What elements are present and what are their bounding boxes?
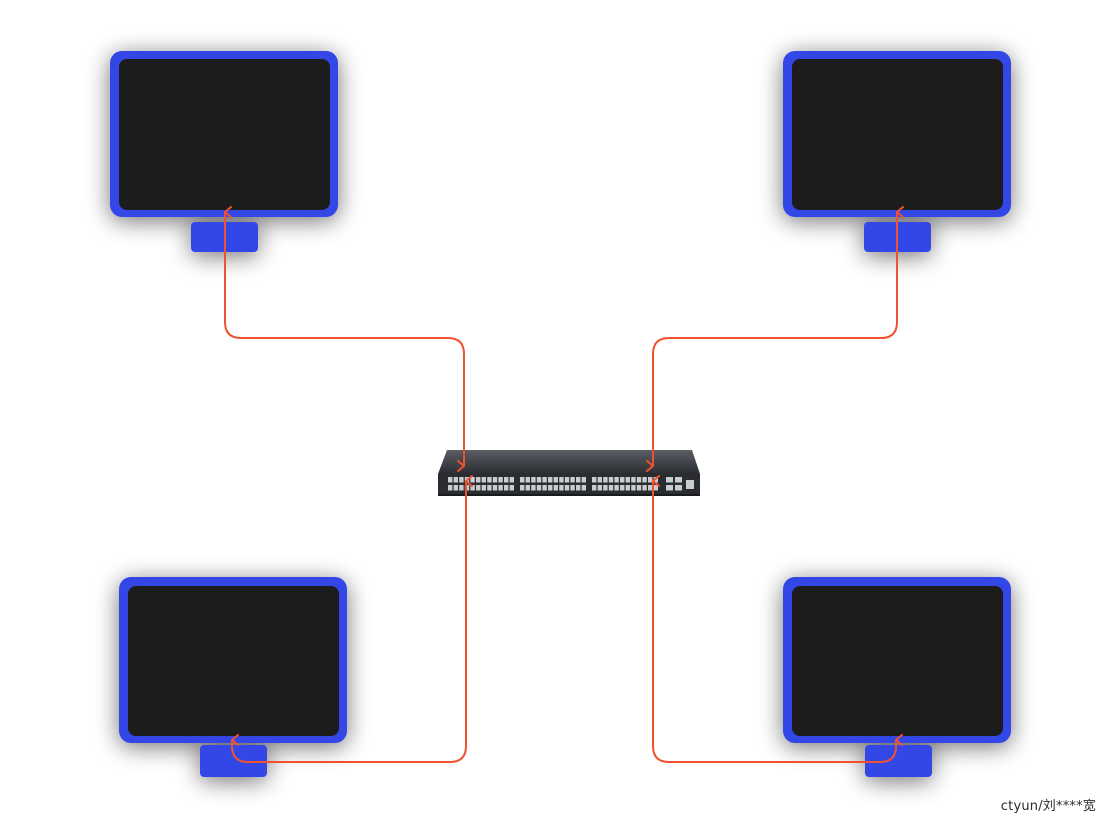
switch-port xyxy=(509,485,514,491)
connector-top-left xyxy=(224,206,465,472)
switch-port xyxy=(504,485,509,491)
switch-port xyxy=(453,477,458,483)
connector-top-right xyxy=(646,206,904,472)
switch-port xyxy=(648,485,653,491)
switch-port xyxy=(548,477,553,483)
switch-port xyxy=(620,477,625,483)
switch-port xyxy=(448,477,453,483)
monitor-top-left-icon xyxy=(110,51,338,252)
switch-port xyxy=(476,485,481,491)
switch-port xyxy=(581,477,586,483)
switch-port xyxy=(553,485,558,491)
switch-port xyxy=(653,485,658,491)
switch-port xyxy=(487,477,492,483)
switch-port xyxy=(608,485,614,491)
switch-port xyxy=(648,477,653,483)
switch-uplink-port xyxy=(675,477,682,483)
switch-port xyxy=(614,477,619,483)
connector-bottom-right xyxy=(652,475,903,763)
switch-port xyxy=(548,485,553,491)
switch-port xyxy=(536,485,542,491)
switch-port xyxy=(631,477,636,483)
switch-port xyxy=(559,485,564,491)
switch-port xyxy=(576,477,581,483)
switch-port xyxy=(509,477,514,483)
watermark-text: ctyun/刘****宽 xyxy=(1000,799,1096,814)
switch-port xyxy=(520,477,525,483)
switch-port xyxy=(642,485,647,491)
switch-port xyxy=(597,477,602,483)
switch-console-port xyxy=(686,480,694,489)
monitor-bottom-right-icon xyxy=(783,577,1011,777)
switch-port xyxy=(525,477,530,483)
switch-port xyxy=(631,485,636,491)
switch-port xyxy=(603,477,608,483)
network-switch-icon xyxy=(438,450,700,496)
switch-port xyxy=(531,477,536,483)
switch-port xyxy=(492,477,498,483)
switch-port xyxy=(459,485,464,491)
switch-uplink-port xyxy=(666,477,673,483)
switch-port xyxy=(636,477,642,483)
switch-port xyxy=(636,485,642,491)
switch-port xyxy=(581,485,586,491)
switch-port xyxy=(597,485,602,491)
switch-port xyxy=(459,477,464,483)
switch-port xyxy=(504,477,509,483)
switch-port xyxy=(653,477,658,483)
switch-port xyxy=(592,485,597,491)
switch-port xyxy=(492,485,498,491)
switch-port xyxy=(481,477,486,483)
connector-bottom-left xyxy=(231,475,473,763)
switch-port xyxy=(570,477,575,483)
switch-port xyxy=(525,485,530,491)
switch-port xyxy=(470,485,475,491)
switch-port xyxy=(542,477,547,483)
switch-port xyxy=(536,477,542,483)
switch-port xyxy=(476,477,481,483)
switch-port xyxy=(531,485,536,491)
switch-port xyxy=(564,477,570,483)
switch-port xyxy=(453,485,458,491)
switch-port xyxy=(498,485,503,491)
switch-port xyxy=(603,485,608,491)
switch-port xyxy=(576,485,581,491)
switch-port xyxy=(564,485,570,491)
switch-port xyxy=(625,477,630,483)
switch-port xyxy=(642,477,647,483)
switch-port xyxy=(448,485,453,491)
switch-port xyxy=(608,477,614,483)
switch-port xyxy=(498,477,503,483)
switch-uplink-port xyxy=(666,485,673,491)
switch-port xyxy=(614,485,619,491)
switch-port xyxy=(487,485,492,491)
switch-port xyxy=(553,477,558,483)
switch-port xyxy=(625,485,630,491)
switch-port xyxy=(520,485,525,491)
switch-port xyxy=(592,477,597,483)
switch-uplink-port xyxy=(675,485,682,491)
switch-port xyxy=(620,485,625,491)
switch-port xyxy=(559,477,564,483)
switch-port xyxy=(570,485,575,491)
switch-port xyxy=(542,485,547,491)
switch-port xyxy=(470,477,475,483)
switch-port xyxy=(481,485,486,491)
